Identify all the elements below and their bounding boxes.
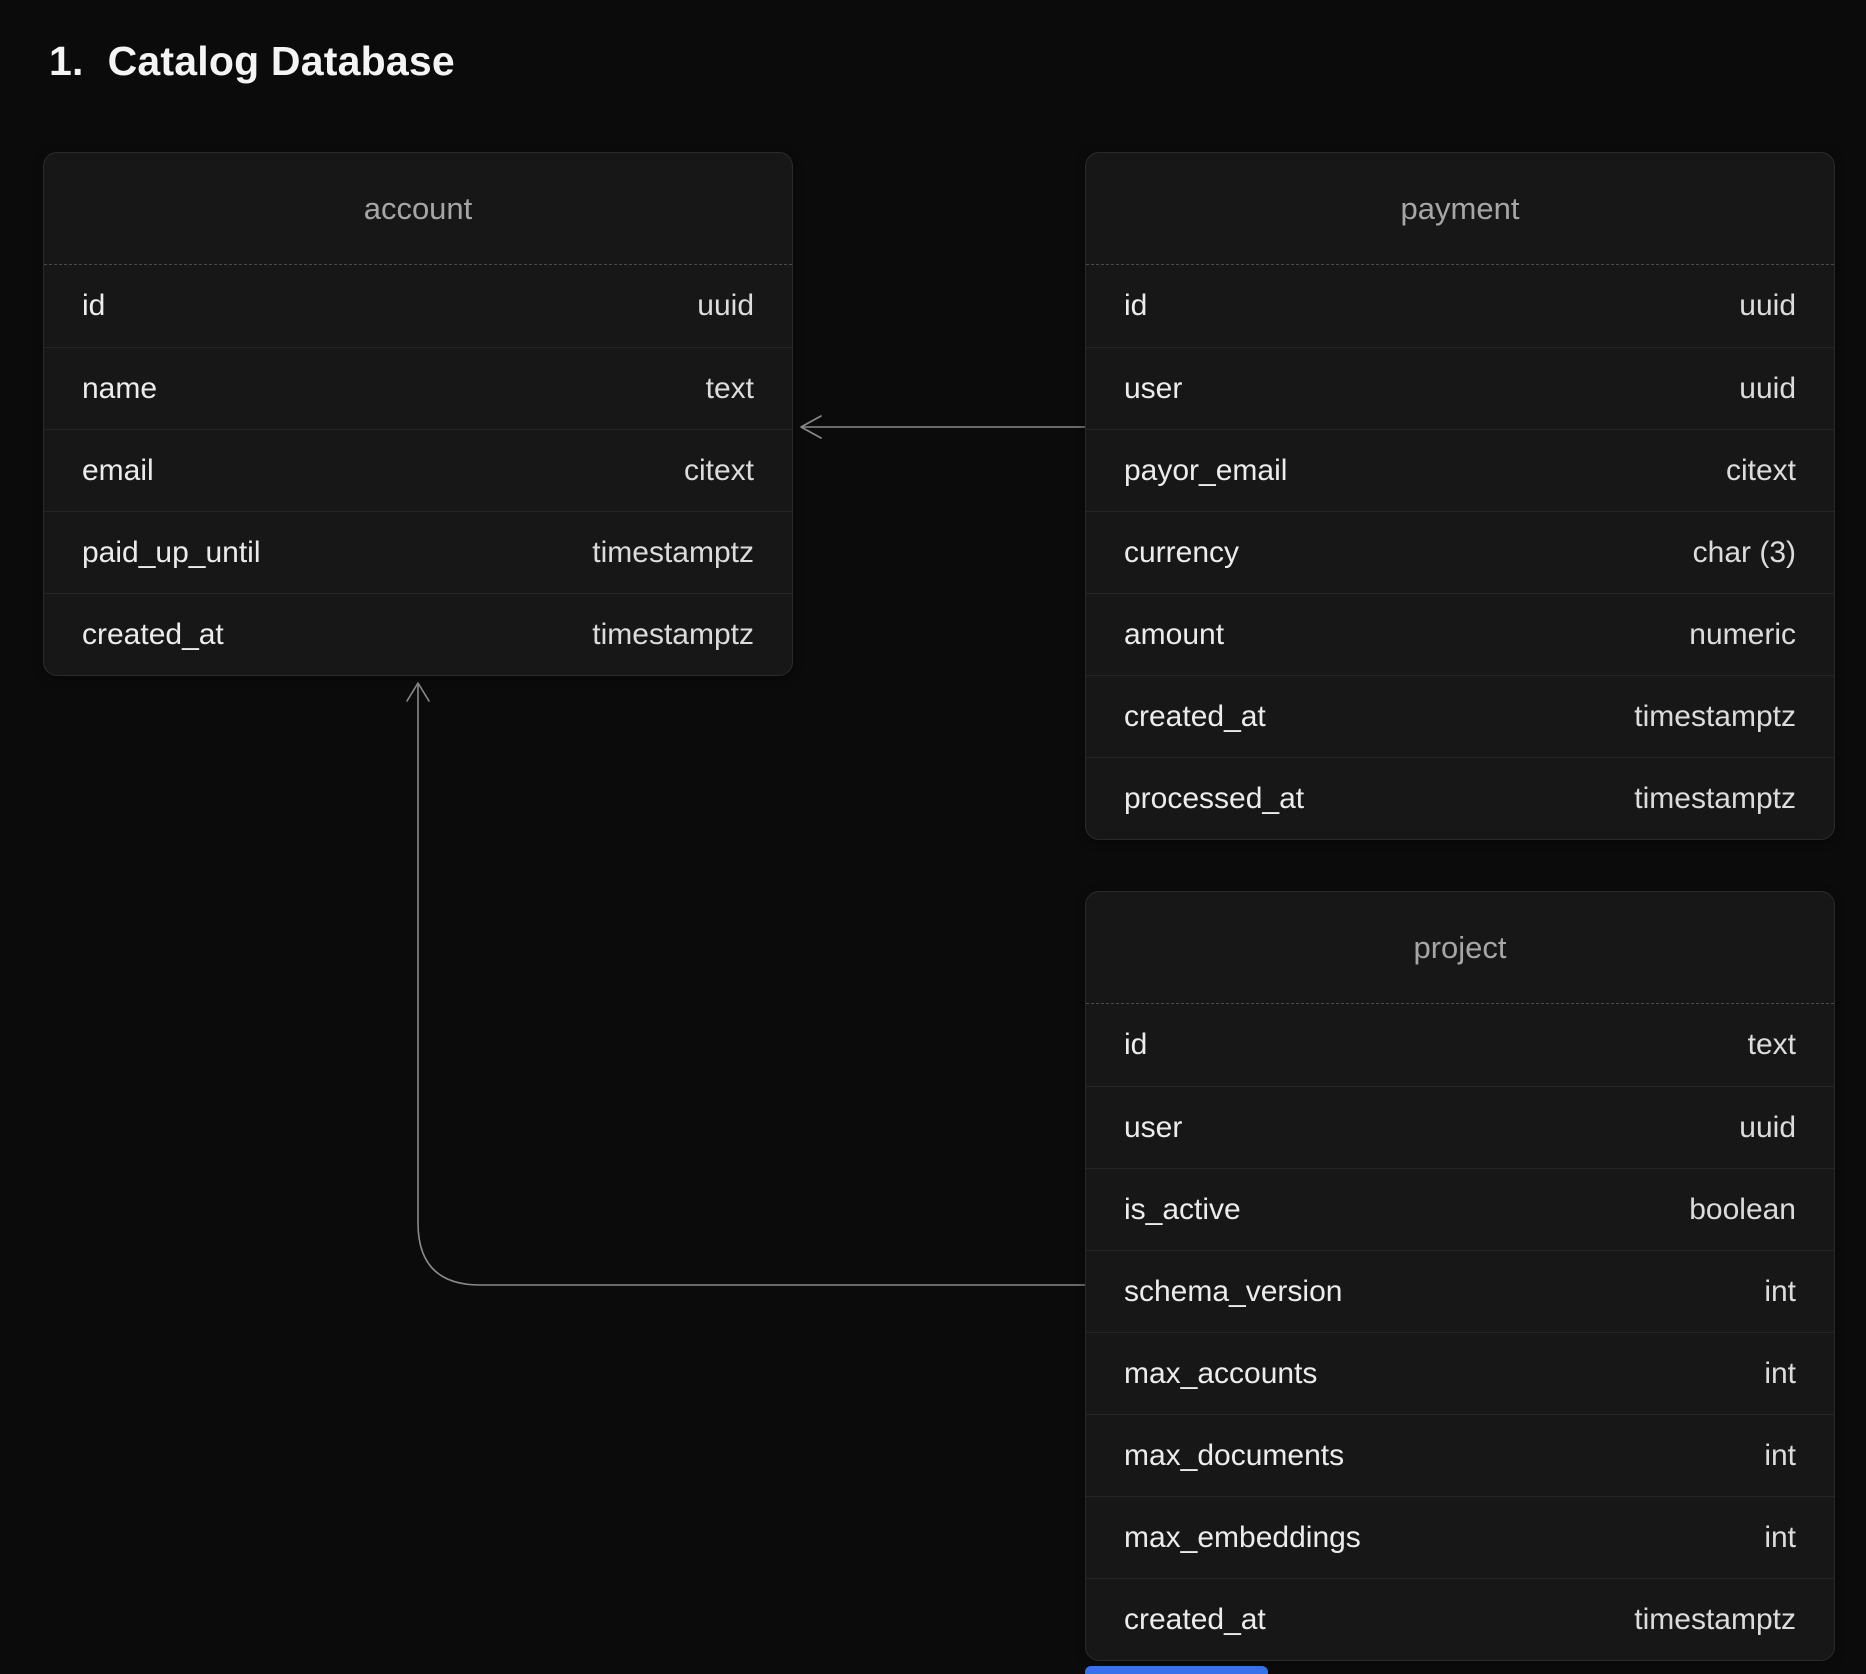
column-type: citext <box>684 454 754 488</box>
column-type: uuid <box>1739 1111 1796 1145</box>
column-type: text <box>706 372 754 406</box>
table-row: user uuid <box>1086 1086 1834 1168</box>
column-name: created_at <box>1124 700 1266 734</box>
table-name: project <box>1086 892 1834 1004</box>
column-name: is_active <box>1124 1193 1241 1227</box>
column-type: int <box>1764 1521 1796 1555</box>
column-name: amount <box>1124 618 1224 652</box>
column-name: user <box>1124 372 1182 406</box>
table-row: id text <box>1086 1004 1834 1086</box>
column-name: created_at <box>1124 1603 1266 1637</box>
table-row: amount numeric <box>1086 593 1834 675</box>
table-project[interactable]: project id text user uuid is_active bool… <box>1085 891 1835 1661</box>
table-row: user uuid <box>1086 347 1834 429</box>
arrow-project-to-account-head <box>407 683 429 701</box>
table-row: max_accounts int <box>1086 1332 1834 1414</box>
column-name: email <box>82 454 154 488</box>
column-name: created_at <box>82 618 224 652</box>
column-type: boolean <box>1689 1193 1796 1227</box>
table-payment[interactable]: payment id uuid user uuid payor_email ci… <box>1085 152 1835 840</box>
table-row: payor_email citext <box>1086 429 1834 511</box>
column-name: id <box>82 289 105 323</box>
column-type: timestamptz <box>592 618 754 652</box>
column-name: user <box>1124 1111 1182 1145</box>
table-row: is_active boolean <box>1086 1168 1834 1250</box>
column-name: max_embeddings <box>1124 1521 1361 1555</box>
table-row: processed_at timestamptz <box>1086 757 1834 839</box>
table-row: max_documents int <box>1086 1414 1834 1496</box>
column-type: int <box>1764 1357 1796 1391</box>
table-row: id uuid <box>44 265 792 347</box>
table-row: name text <box>44 347 792 429</box>
table-row: created_at timestamptz <box>1086 675 1834 757</box>
column-type: uuid <box>697 289 754 323</box>
table-row: created_at timestamptz <box>44 593 792 675</box>
column-type: char (3) <box>1693 536 1796 570</box>
page-title: 1. Catalog Database <box>49 38 455 85</box>
column-type: text <box>1748 1028 1796 1062</box>
table-row: paid_up_until timestamptz <box>44 511 792 593</box>
column-type: timestamptz <box>592 536 754 570</box>
table-row: created_at timestamptz <box>1086 1578 1834 1660</box>
column-type: citext <box>1726 454 1796 488</box>
table-row: max_embeddings int <box>1086 1496 1834 1578</box>
column-name: name <box>82 372 157 406</box>
column-name: max_documents <box>1124 1439 1344 1473</box>
page-title-number: 1. <box>49 38 84 85</box>
column-type: timestamptz <box>1634 700 1796 734</box>
column-type: timestamptz <box>1634 1603 1796 1637</box>
column-type: uuid <box>1739 289 1796 323</box>
table-row: currency char (3) <box>1086 511 1834 593</box>
column-name: id <box>1124 1028 1147 1062</box>
arrow-project-to-account-line <box>418 684 1085 1285</box>
table-row: id uuid <box>1086 265 1834 347</box>
column-type: int <box>1764 1275 1796 1309</box>
column-name: processed_at <box>1124 782 1304 816</box>
column-name: max_accounts <box>1124 1357 1317 1391</box>
table-row: email citext <box>44 429 792 511</box>
column-type: numeric <box>1689 618 1796 652</box>
column-type: uuid <box>1739 372 1796 406</box>
column-name: paid_up_until <box>82 536 261 570</box>
table-account[interactable]: account id uuid name text email citext p… <box>43 152 793 676</box>
column-name: payor_email <box>1124 454 1287 488</box>
column-name: schema_version <box>1124 1275 1342 1309</box>
table-row: schema_version int <box>1086 1250 1834 1332</box>
page-title-text: Catalog Database <box>108 38 455 85</box>
column-type: int <box>1764 1439 1796 1473</box>
table-name: account <box>44 153 792 265</box>
horizontal-scrollbar-thumb[interactable] <box>1085 1666 1268 1674</box>
column-name: id <box>1124 289 1147 323</box>
column-type: timestamptz <box>1634 782 1796 816</box>
arrow-payment-to-account-head <box>801 416 821 438</box>
column-name: currency <box>1124 536 1239 570</box>
table-name: payment <box>1086 153 1834 265</box>
